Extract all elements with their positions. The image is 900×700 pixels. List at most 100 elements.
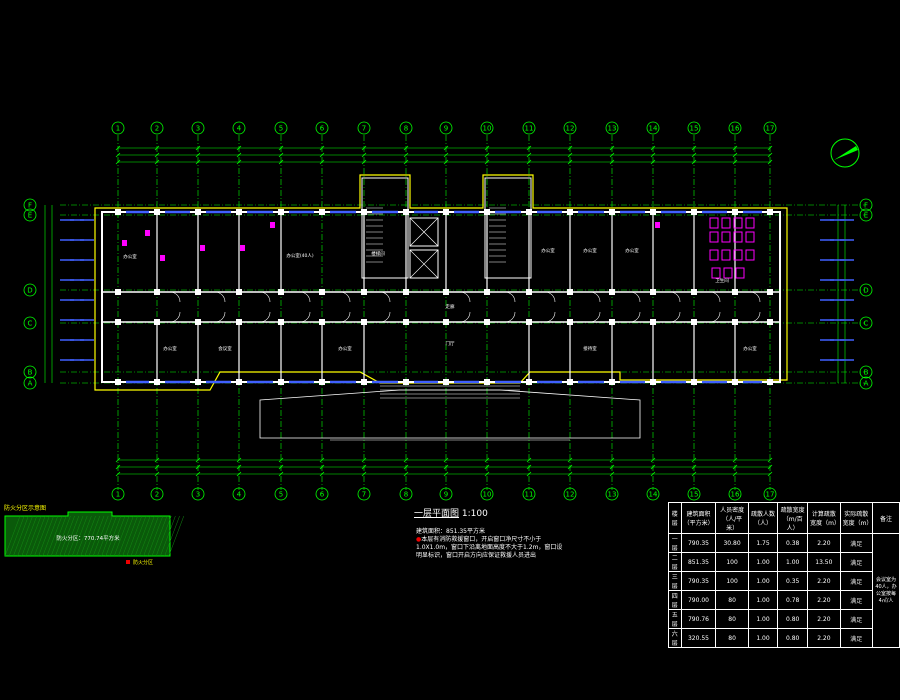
hatch-line: [42, 515, 59, 557]
door-swing: [259, 311, 271, 323]
axis-bubble: [150, 121, 164, 135]
toilet-fixture-icon: [733, 231, 743, 243]
table-cell: 六层: [668, 628, 682, 648]
legend-label: 防火分区: [133, 559, 153, 566]
axis-number: 16: [731, 491, 740, 499]
column: [484, 319, 490, 325]
table-cell: 满足: [839, 590, 874, 610]
room-label: 办公室: [743, 345, 757, 352]
dimension-tick: [567, 159, 573, 165]
table-header-row: 楼层 建筑面积（平方米） 人员密度（人/平米） 疏散人数（人） 疏散宽度（m/百…: [668, 502, 900, 534]
table-cell: 790.76: [680, 609, 717, 629]
hatch-line: [160, 515, 176, 557]
axis-bubble: [357, 487, 371, 501]
axis-number: 10: [483, 491, 492, 499]
dimension-tick: [732, 471, 738, 477]
dimension-tick: [403, 464, 409, 470]
building-plan: [60, 174, 854, 441]
dimension-tick: [484, 471, 490, 477]
column: [526, 319, 532, 325]
room-labels: 办公室(40人)走廊门厅会议室办公室接待室楼梯间卫生间办公室办公室办公室办公室办…: [123, 247, 757, 352]
axis-bubble: [728, 121, 742, 135]
axis-bubble: [605, 121, 619, 135]
door-swing: [544, 291, 556, 303]
axis-number: 11: [525, 491, 534, 499]
dimension-tick: [319, 145, 325, 151]
hatch-line: [122, 515, 138, 557]
dimension-tick: [609, 159, 615, 165]
axis-bubble: [763, 487, 777, 501]
building-outline: [94, 174, 788, 391]
toilet-fixture-icon: [723, 267, 733, 279]
dimension-tick: [443, 159, 449, 165]
table-row: 二层 851.35 100 1.00 1.00 13.50 满足: [668, 552, 900, 572]
table-header: 疏散人数（人）: [747, 502, 779, 534]
hatch-line: [59, 515, 75, 557]
toilet-fixture-icon: [735, 267, 745, 279]
axis-letter: E: [864, 212, 868, 220]
column: [650, 289, 656, 295]
table-remark: 会议室为40人，办公室按每4㎡/人: [872, 533, 900, 648]
dimension-tick: [154, 471, 160, 477]
table-header: 楼层: [668, 502, 682, 534]
axis-bubble: [315, 487, 329, 501]
table-cell: 2.20: [807, 628, 841, 648]
axis-bubble: [859, 208, 873, 222]
door-swing: [544, 311, 556, 323]
room-label: 办公室: [163, 345, 177, 352]
column: [236, 379, 242, 385]
hatch-line: [139, 515, 155, 557]
column: [236, 209, 242, 215]
hatch-line: [92, 515, 109, 557]
room-label: 卫生间: [715, 277, 729, 284]
dimension-tick: [236, 152, 242, 158]
toilet-fixture-icon: [711, 267, 721, 279]
dimension-tick: [567, 457, 573, 463]
dimension-tick: [115, 457, 121, 463]
room-label: 办公室: [123, 253, 137, 260]
axis-bubble: [646, 487, 660, 501]
table-header: 备注: [872, 502, 900, 534]
column: [767, 289, 773, 295]
dimension-tick: [609, 471, 615, 477]
column: [236, 319, 242, 325]
column: [609, 209, 615, 215]
axis-letter: D: [863, 287, 868, 295]
hatch-line: [113, 515, 130, 557]
door-swing: [459, 291, 471, 303]
axis-number: 7: [362, 125, 366, 133]
door-swing: [589, 311, 601, 323]
column: [154, 379, 160, 385]
column: [732, 319, 738, 325]
toilet-fixture-icon: [745, 231, 755, 243]
door-swing: [504, 291, 516, 303]
axis-letter: B: [28, 369, 33, 377]
table-row: 四层 790.00 80 1.00 0.78 2.20 满足: [668, 590, 900, 610]
hatch-line: [34, 515, 50, 557]
dimension-tick: [732, 152, 738, 158]
axis-number: 6: [320, 491, 325, 499]
north-arrow-icon: [830, 138, 860, 168]
axis-bubble: [439, 487, 453, 501]
dimension-tick: [609, 152, 615, 158]
axis-number: 4: [237, 125, 242, 133]
dimension-tick: [278, 159, 284, 165]
table-cell: 320.55: [680, 628, 717, 648]
dimension-tick: [195, 471, 201, 477]
axis-letter: F: [864, 202, 868, 210]
hatch-line: [38, 515, 54, 557]
dimension-tick: [361, 145, 367, 151]
column: [154, 289, 160, 295]
axis-number: 6: [320, 125, 325, 133]
door-swing: [709, 311, 721, 323]
dimension-tick: [691, 152, 697, 158]
dimension-tick: [319, 464, 325, 470]
dimension-tick: [443, 457, 449, 463]
table-cell: 1.00: [777, 552, 809, 572]
dimension-tick: [403, 145, 409, 151]
door-swing: [379, 311, 391, 323]
dimension-tick: [319, 471, 325, 477]
column: [691, 289, 697, 295]
dimension-tick: [195, 457, 201, 463]
